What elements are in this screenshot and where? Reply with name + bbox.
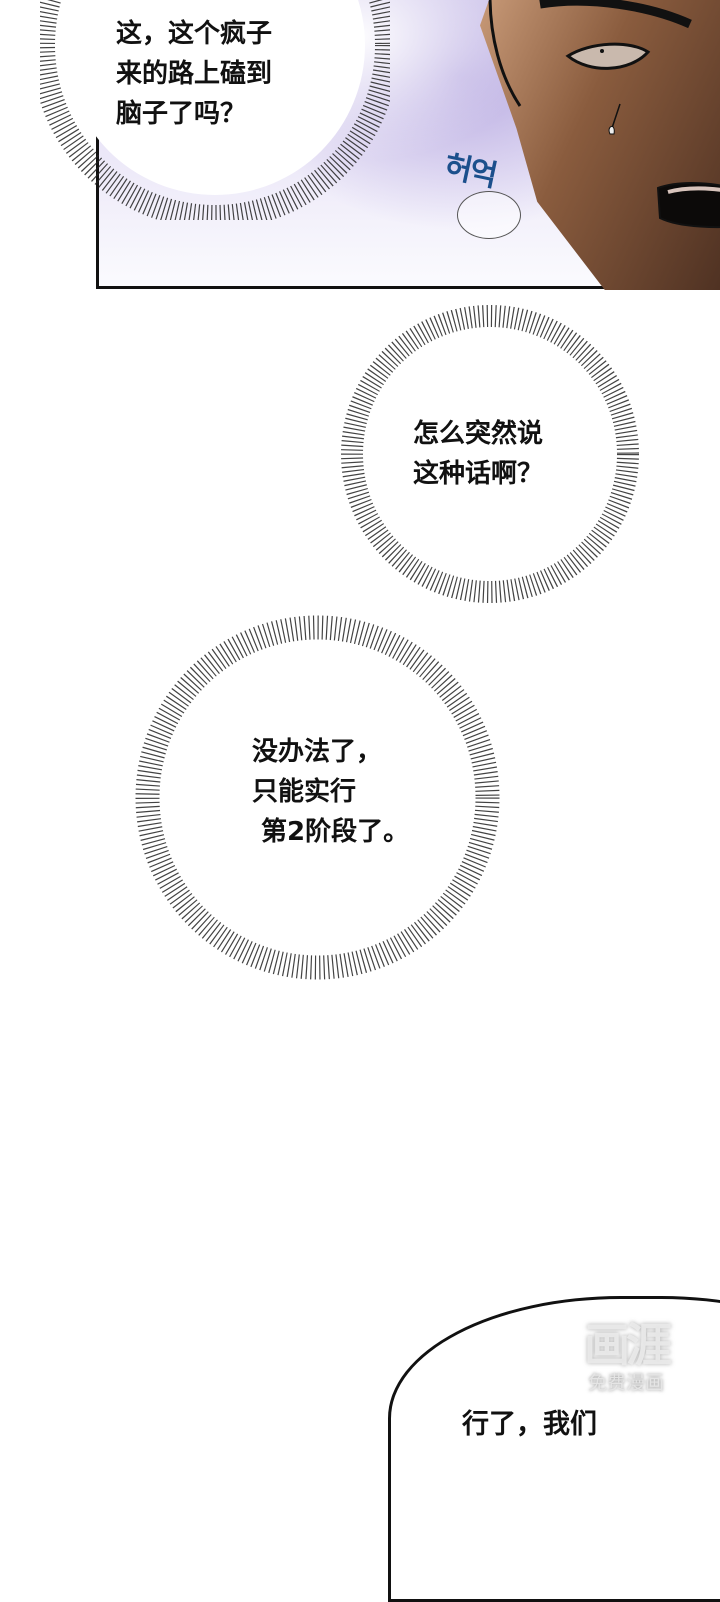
watermark: 画涯 免费漫画 [566, 1320, 686, 1396]
burst-rays-icon [135, 615, 500, 980]
bubble-text-1: 这，这个疯子 来的路上磕到 脑子了吗？ [116, 19, 273, 129]
sound-effect-text: 허억 [441, 148, 499, 194]
speech-bubble-text: 行了，我们 [462, 1409, 597, 1440]
bubble-text-3: 没办法了， 只能实行 第2阶段了。 [252, 737, 410, 847]
burst-rays-icon [40, 0, 390, 220]
watermark-logo: 画涯 [584, 1318, 672, 1372]
face-lineart-icon [488, 0, 720, 229]
watermark-subtitle: 免费漫画 [587, 1372, 664, 1394]
burst-bubble-2 [340, 304, 640, 604]
sfx-bubble [457, 191, 521, 239]
burst-bubble-3 [135, 615, 500, 980]
bubble-text-2: 怎么突然说 这种话啊？ [413, 419, 544, 489]
burst-rays-icon [341, 305, 639, 603]
burst-bubble-1 [40, 0, 390, 220]
